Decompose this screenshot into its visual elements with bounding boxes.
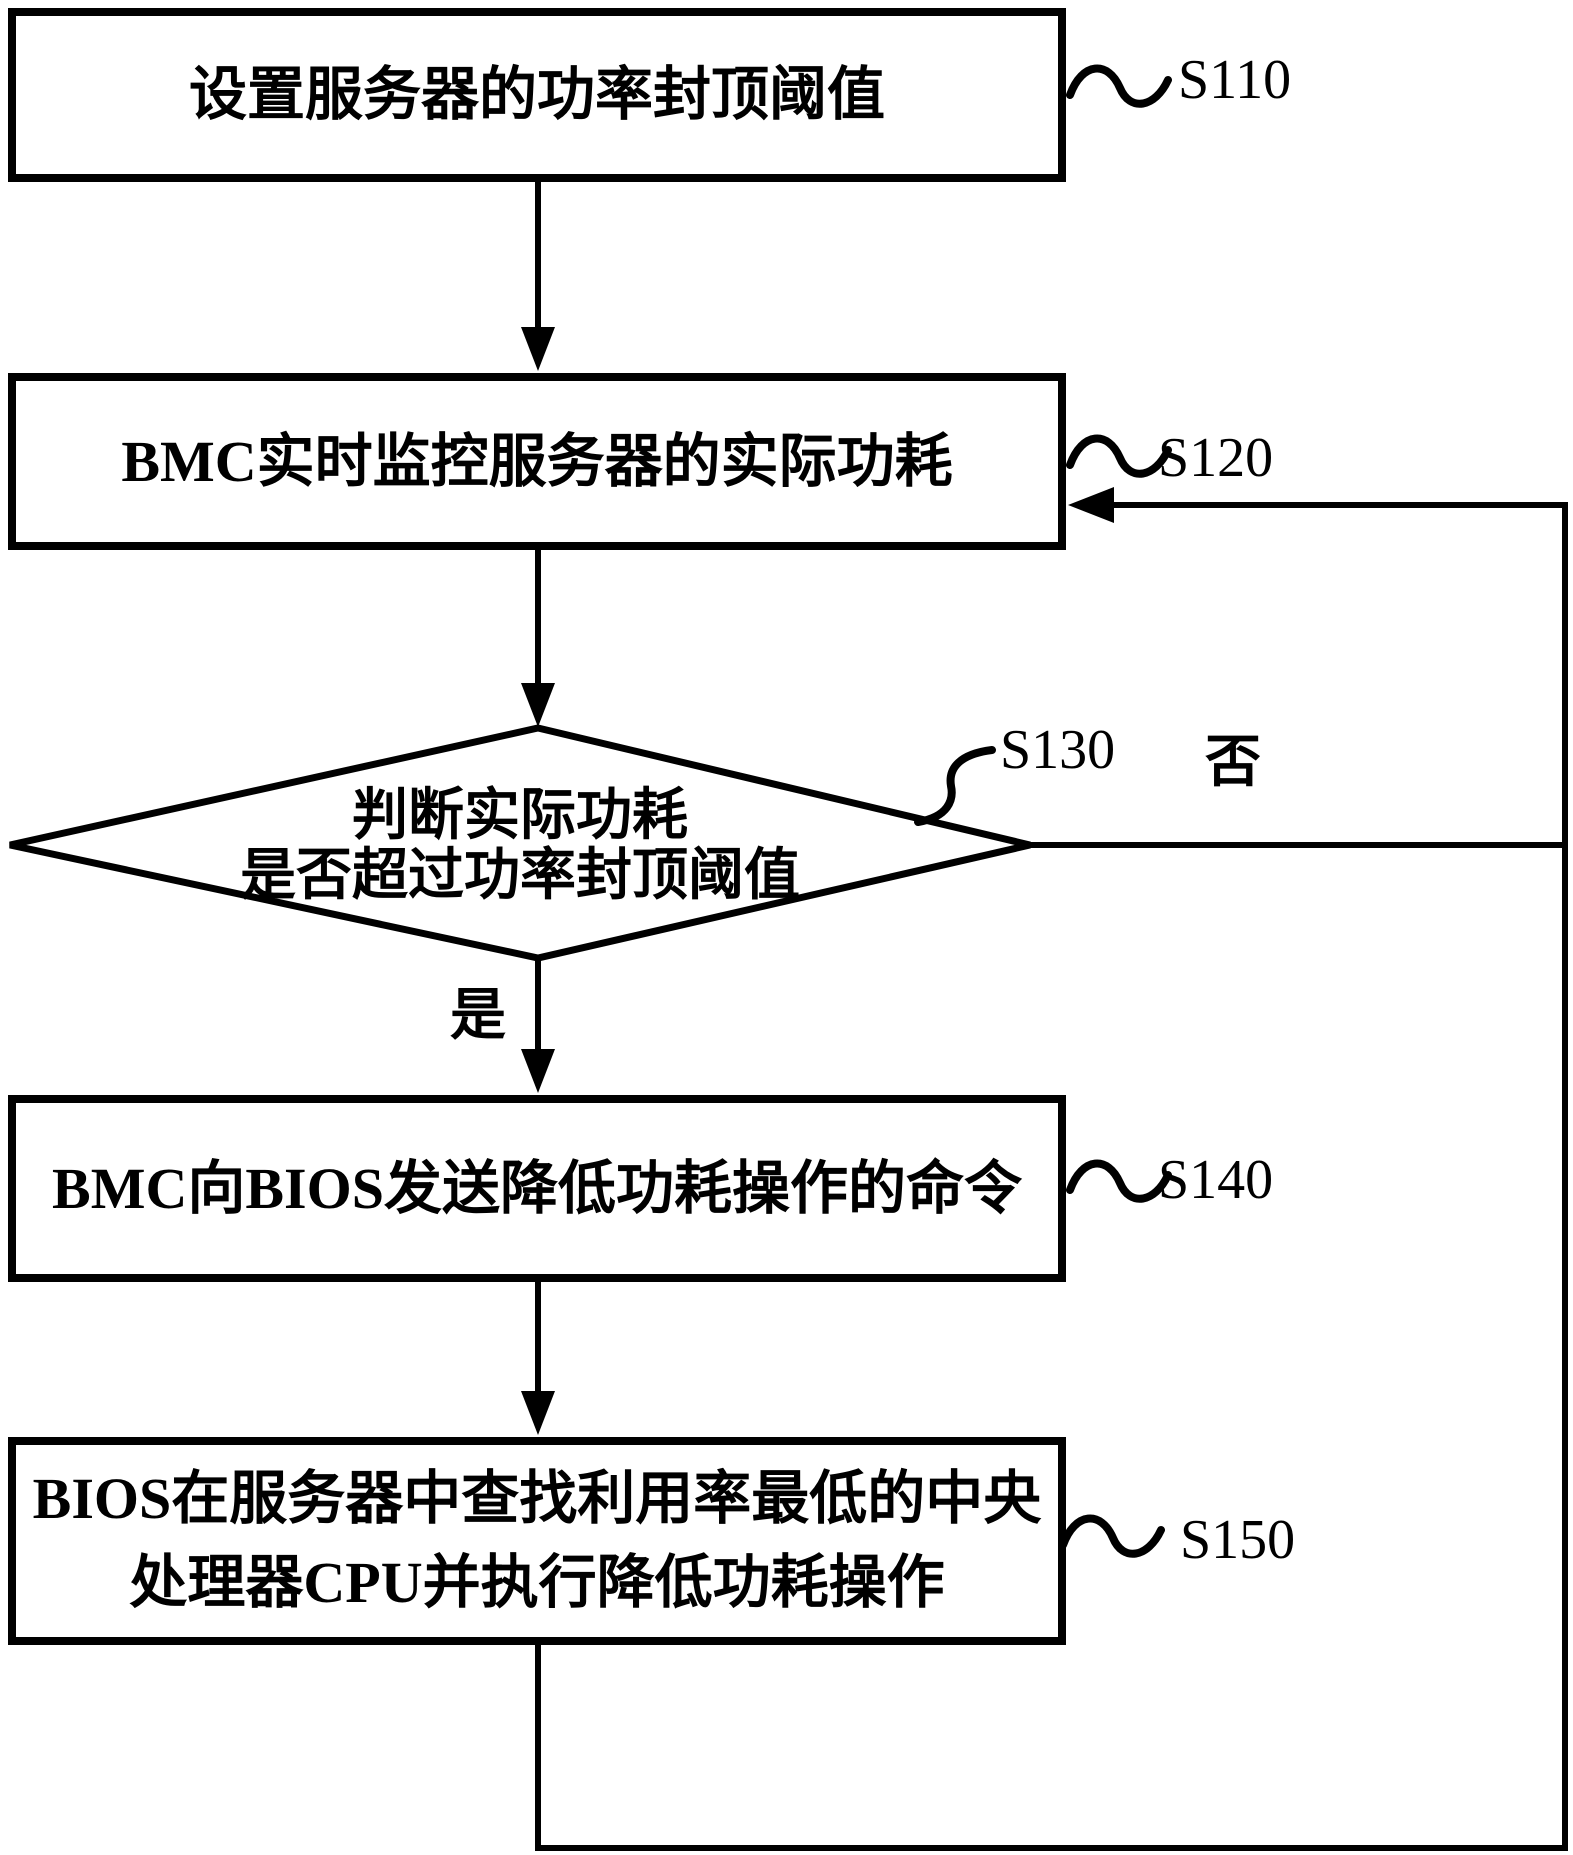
arrowhead-into-s140 [521, 1049, 555, 1093]
s130-squiggle-connector [914, 746, 996, 826]
process-box-s150-text-line1: BIOS在服务器中查找利用率最低的中央 [32, 1466, 1042, 1531]
arrowhead-into-s150 [521, 1391, 555, 1435]
s120-squiggle-connector [1066, 434, 1172, 478]
s110-squiggle-connector [1066, 64, 1172, 108]
decision-s130-text: 判断实际功耗 是否超过功率封顶阈值 [0, 786, 1040, 906]
arrowhead-loop-into-s120 [1068, 487, 1114, 523]
process-box-s120: BMC实时监控服务器的实际功耗 [8, 373, 1066, 550]
step-label-s130: S130 [1000, 719, 1116, 781]
process-box-s150: BIOS在服务器中查找利用率最低的中央 处理器CPU并执行降低功耗操作 [8, 1437, 1066, 1645]
process-box-s120-text: BMC实时监控服务器的实际功耗 [121, 428, 953, 494]
step-label-s150: S150 [1180, 1509, 1296, 1571]
yes-branch-label: 是 [450, 985, 506, 1047]
decision-s130-text-line2: 是否超过功率封顶阈值 [240, 845, 800, 907]
process-box-s110: 设置服务器的功率封顶阈值 [8, 8, 1066, 182]
process-box-s150-text-line2: 处理器CPU并执行降低功耗操作 [129, 1550, 945, 1615]
process-box-s110-text: 设置服务器的功率封顶阈值 [188, 62, 885, 127]
s140-squiggle-connector [1066, 1159, 1172, 1203]
loop-back-line [535, 502, 1568, 1851]
arrowhead-into-s130 [521, 683, 555, 727]
no-branch-label: 否 [1205, 732, 1261, 794]
s150-squiggle-connector [1059, 1514, 1165, 1558]
process-box-s140: BMC向BIOS发送降低功耗操作的命令 [8, 1095, 1066, 1282]
process-box-s140-text: BMC向BIOS发送降低功耗操作的命令 [52, 1155, 1022, 1221]
step-label-s140: S140 [1158, 1149, 1274, 1211]
step-label-s120: S120 [1158, 427, 1274, 489]
decision-s130-text-line1: 判断实际功耗 [352, 785, 688, 847]
arrowhead-into-s120 [521, 327, 555, 371]
step-label-s110: S110 [1178, 49, 1292, 111]
